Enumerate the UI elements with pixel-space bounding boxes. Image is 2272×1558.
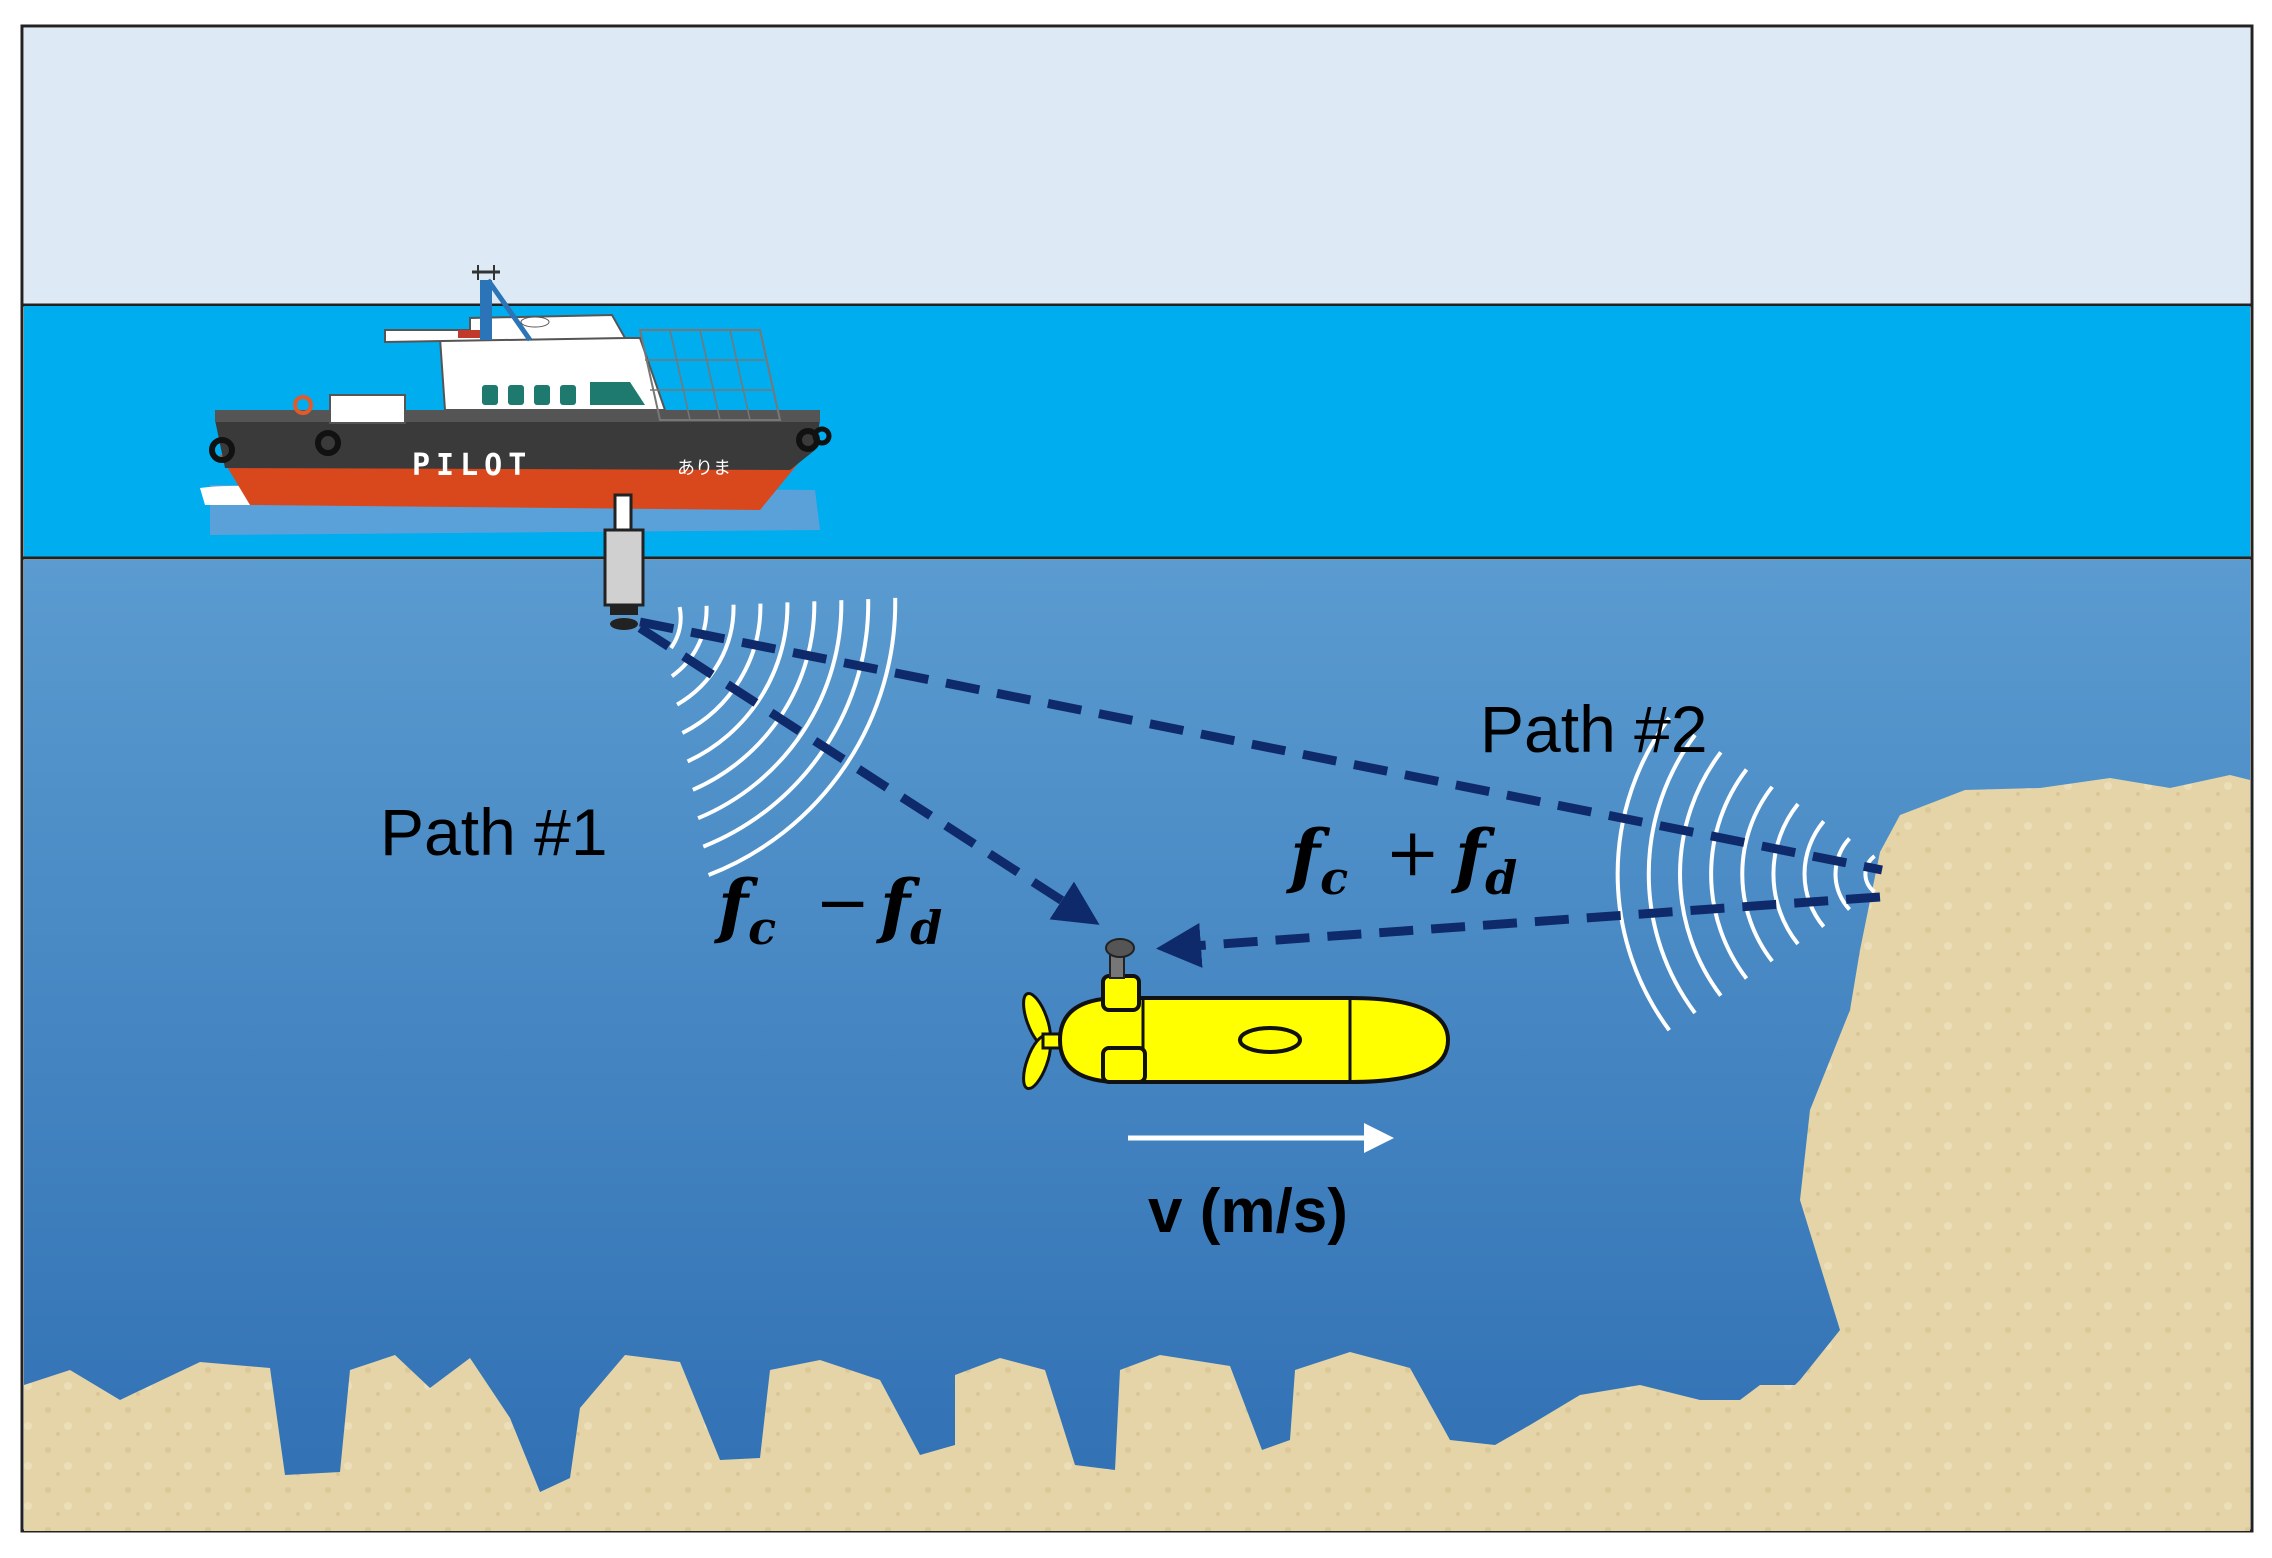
acoustic-paths	[637, 617, 1883, 968]
path1-label: Path #1	[380, 795, 608, 869]
transducer-icon	[603, 493, 645, 630]
velocity-label: v (m/s)	[1148, 1177, 1348, 1246]
formula1-sub-d: d	[910, 901, 942, 955]
boat-sub-label: ありま	[677, 458, 731, 479]
sky	[24, 28, 2250, 305]
formula2-operator: +	[1385, 814, 1440, 891]
pilot-boat-icon	[200, 265, 832, 535]
auv-icon	[1022, 938, 1451, 1091]
svg-text:fc: fc	[1285, 814, 1348, 905]
boat-name-label: PILOT	[412, 448, 532, 483]
path2-incident-line	[639, 617, 1883, 875]
path2-label: Path #2	[1480, 692, 1708, 766]
formula2-sub-d: d	[1485, 851, 1517, 905]
formula2-sub-c: c	[1320, 851, 1348, 905]
cliff	[1760, 775, 2250, 1531]
formula1-sub-c: c	[748, 901, 776, 955]
formula1-operator: −	[815, 864, 870, 941]
path2-reflected-arrow	[1156, 892, 1881, 968]
seabed	[24, 1352, 1800, 1531]
path1-arrow	[637, 624, 1100, 925]
sound-waves-cliff	[1615, 716, 1876, 1032]
